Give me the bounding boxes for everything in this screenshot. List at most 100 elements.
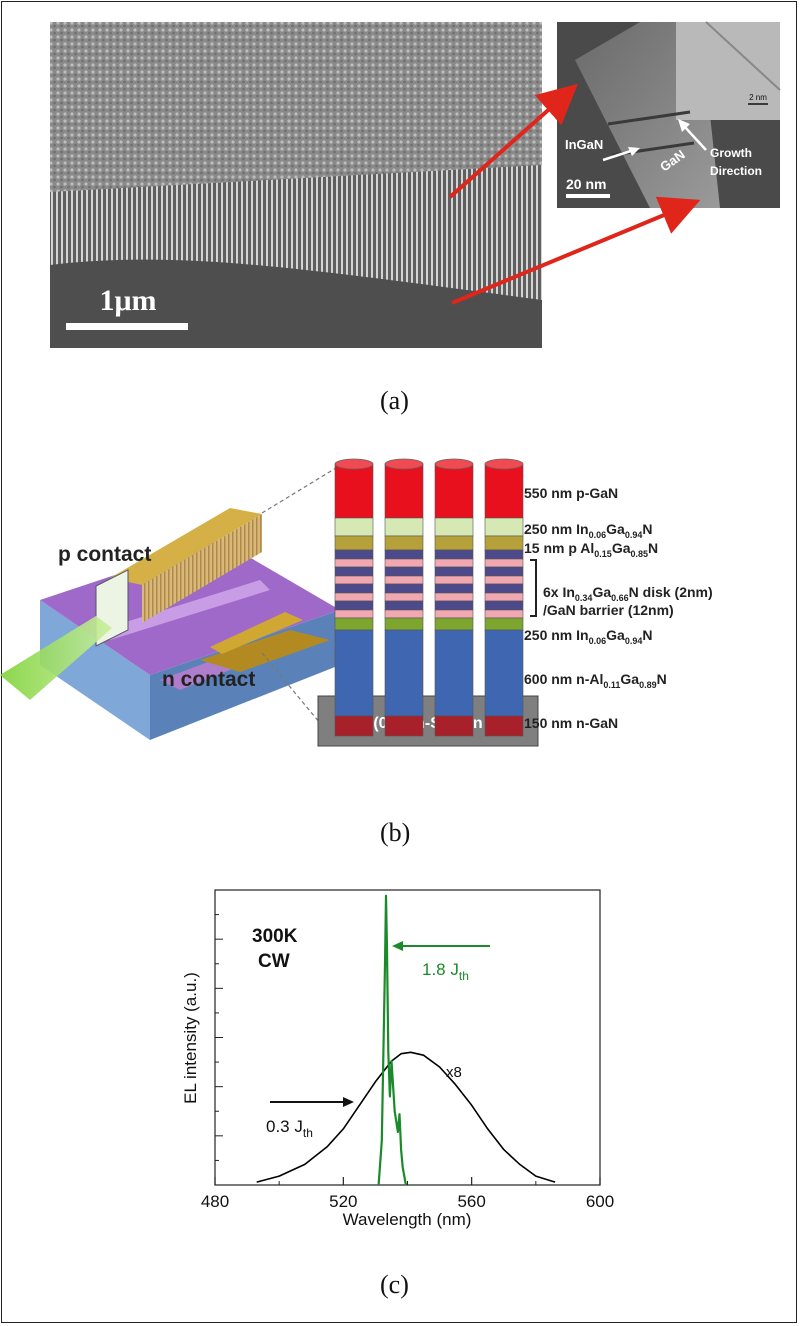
layer-p-gan [384, 463, 424, 519]
layer-algan-p [384, 535, 424, 551]
nanowire-column [334, 458, 374, 737]
high-current-label: 1.8 Jth [422, 960, 469, 983]
sem-image [50, 22, 542, 348]
layer-ingan-top [384, 517, 424, 537]
column-top-cap [484, 458, 524, 470]
layer-barrier [434, 566, 474, 577]
panel-b: p contact n contact (001) n-Silicon 550 … [0, 440, 800, 770]
layer-ingan-bottom [484, 617, 524, 631]
panel-a: 1μm 2 nm InGaN GaN Growth Direction 20 n… [0, 0, 800, 420]
layer-ingan-top [434, 517, 474, 537]
low-current-label: 0.3 Jth [266, 1117, 313, 1140]
layer-disk [484, 609, 524, 619]
layer-disk [334, 592, 374, 602]
layer-barrier [434, 549, 474, 560]
zoom-line-top [261, 467, 337, 514]
sem-scale-bar [66, 323, 188, 330]
device-3d [0, 508, 340, 740]
layer-disk [484, 558, 524, 568]
tem-inset-scale-label: 2 nm [749, 93, 767, 102]
layer-disk [384, 592, 424, 602]
disk-bracket [530, 559, 537, 617]
layer-disk [434, 558, 474, 568]
tem-scale-label: 20 nm [566, 176, 606, 192]
condition-line2: CW [258, 951, 290, 972]
layer-ingan-top [484, 517, 524, 537]
layer-label-algan-n: 600 nm n-Al0.11Ga0.89N [524, 671, 667, 690]
layer-p-gan [484, 463, 524, 519]
layer-barrier [384, 600, 424, 611]
scale-note: x8 [446, 1064, 462, 1081]
condition-line1: 300K [252, 926, 298, 947]
layer-ingan-bottom [384, 617, 424, 631]
y-axis-title: EL intensity (a.u.) [181, 972, 200, 1104]
layer-label-ingan-bottom: 250 nm In0.06Ga0.94N [524, 627, 652, 646]
growth-label-line2: Direction [710, 164, 762, 178]
n-contact-label: n contact [162, 668, 255, 691]
column-top-cap [334, 458, 374, 470]
layer-n-gan [384, 715, 424, 737]
x-tick-label: 520 [329, 1192, 357, 1211]
layer-disk [434, 592, 474, 602]
nanowire-column [434, 458, 474, 737]
layer-label-ingan-top: 250 nm In0.06Ga0.94N [524, 521, 652, 540]
layer-disk [434, 575, 474, 585]
layer-barrier [484, 583, 524, 594]
panel-c-label: (c) [380, 1270, 409, 1299]
tem-scale-bar [566, 194, 610, 198]
tem-inset [676, 22, 780, 120]
layer-disk [334, 575, 374, 585]
layer-disk [434, 609, 474, 619]
x-axis-title: Wavelength (nm) [343, 1210, 472, 1229]
layer-barrier [334, 600, 374, 611]
layer-barrier [334, 566, 374, 577]
panel-b-svg: p contact n contact (001) n-Silicon 550 … [0, 458, 713, 747]
layer-disk [384, 575, 424, 585]
column-top-cap [384, 458, 424, 470]
layer-algan-p [334, 535, 374, 551]
red-arrow-top [448, 83, 578, 199]
layer-disk [384, 558, 424, 568]
layer-barrier [484, 549, 524, 560]
layer-label-algan-p: 15 nm p Al0.15Ga0.85N [524, 540, 658, 559]
layer-p-gan [334, 463, 374, 519]
layer-n-gan [334, 715, 374, 737]
layer-label-n-gan: 150 nm n-GaN [524, 715, 618, 731]
layer-n-gan [434, 715, 474, 737]
red-arrow-bottom [451, 196, 701, 305]
layer-ingan-bottom [434, 617, 474, 631]
layer-label-p-gan: 550 nm p-GaN [524, 485, 618, 501]
layer-disk [384, 609, 424, 619]
growth-label-line1: Growth [710, 146, 752, 160]
p-contact-label: p contact [58, 543, 151, 566]
layer-p-gan [434, 463, 474, 519]
layer-algan-n [384, 629, 424, 717]
nanowire-column [384, 458, 424, 737]
sem-scale-label: 1μm [100, 284, 157, 317]
layer-barrier [384, 583, 424, 594]
panel-b-label: (b) [380, 818, 411, 847]
layer-barrier [384, 549, 424, 560]
x-tick-label: 480 [201, 1192, 229, 1211]
layer-barrier [334, 583, 374, 594]
layer-barrier [484, 600, 524, 611]
layer-disk [334, 609, 374, 619]
layer-barrier [434, 600, 474, 611]
layer-algan-p [484, 535, 524, 551]
x-tick-label: 600 [586, 1192, 614, 1211]
nanowire-columns [334, 458, 524, 737]
layer-barrier [384, 566, 424, 577]
layer-disk [334, 558, 374, 568]
nanowire-column [484, 458, 524, 737]
layer-barrier [334, 549, 374, 560]
chart-series [256, 894, 556, 1186]
layer-algan-p [434, 535, 474, 551]
layer-algan-n [484, 629, 524, 717]
layer-n-gan [484, 715, 524, 737]
panel-a-label: (a) [380, 386, 409, 415]
panel-a-svg: 1μm 2 nm InGaN GaN Growth Direction 20 n… [50, 21, 781, 348]
